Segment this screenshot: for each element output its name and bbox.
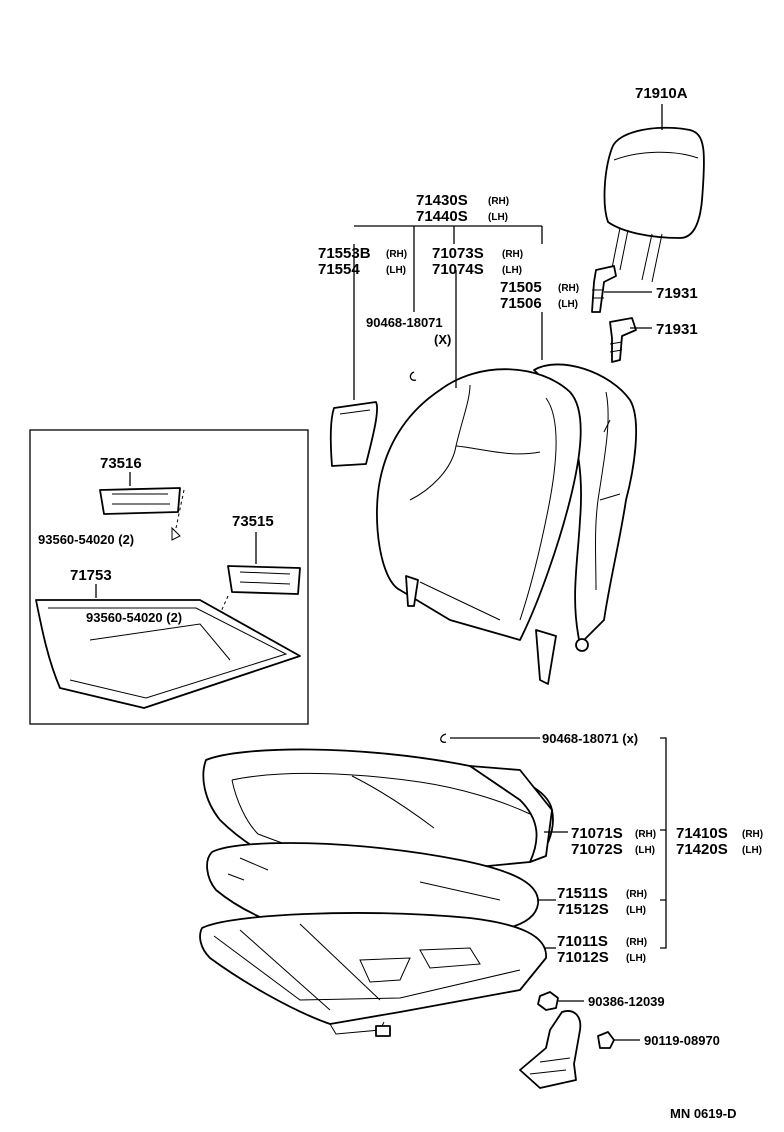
label-back-cover-lh: 71074S <box>432 261 484 278</box>
seat-back-pad-drawing <box>533 363 638 652</box>
label-hinge-cover-rh: 71553B <box>318 245 371 262</box>
label-back-assy-lh-side: (LH) <box>488 212 508 223</box>
label-cushion-cover-rh: 71071S <box>571 825 623 842</box>
label-frame-lh: 71012S <box>557 949 609 966</box>
nut-drawing <box>537 991 559 1011</box>
leader-bracket-ticks <box>453 226 543 244</box>
label-back-pad-rh: 71505 <box>500 279 542 296</box>
label-cushion-assy-lh: 71420S <box>676 841 728 858</box>
label-cushion-pad-rh-side: (RH) <box>626 889 647 900</box>
bolt-drawing <box>519 1010 615 1089</box>
inset-box <box>29 429 309 725</box>
label-guide-1: 71931 <box>656 285 698 302</box>
label-back-cover-lh-side: (LH) <box>502 265 522 276</box>
label-cushion-pad-rh: 71511S <box>557 885 608 902</box>
leader-bracket-cushion-ticks <box>660 829 666 901</box>
label-back-assy-rh: 71430S <box>416 192 468 209</box>
seat-back-cover-drawing <box>376 368 582 685</box>
label-inset-bracket-1: 73516 <box>100 455 142 472</box>
inset-bracket-drawing-2 <box>215 565 301 623</box>
label-inset-screw-2: 93560-54020 (2) <box>86 610 182 625</box>
label-inset-screw-1: 93560-54020 (2) <box>38 532 134 547</box>
label-inset-tray: 71753 <box>70 567 112 584</box>
label-hog-ring-upper: 90468-18071 <box>366 315 443 330</box>
hinge-cover-drawing <box>329 401 378 467</box>
label-back-pad-rh-side: (RH) <box>558 283 579 294</box>
label-back-cover-rh: 71073S <box>432 245 484 262</box>
label-hinge-cover-rh-side: (RH) <box>386 249 407 260</box>
seat-frame-drawing <box>199 912 547 1037</box>
hog-ring-lower-drawing <box>440 733 447 743</box>
label-headrest: 71910A <box>635 85 688 102</box>
label-hinge-cover-lh: 71554 <box>318 261 360 278</box>
label-cushion-cover-lh: 71072S <box>571 841 623 858</box>
label-back-assy-lh: 71440S <box>416 208 468 225</box>
label-cushion-cover-rh-side: (RH) <box>635 829 656 840</box>
hog-ring-upper-drawing <box>409 371 417 381</box>
label-cushion-pad-lh: 71512S <box>557 901 609 918</box>
label-frame-rh-side: (RH) <box>626 937 647 948</box>
headrest-guide-drawing-2 <box>609 317 637 363</box>
label-cushion-assy-rh: 71410S <box>676 825 728 842</box>
inset-bracket-drawing-1 <box>99 487 185 541</box>
label-inset-bracket-2: 73515 <box>232 513 274 530</box>
label-back-pad-lh: 71506 <box>500 295 542 312</box>
label-frame-lh-side: (LH) <box>626 953 646 964</box>
label-bolt: 90119-08970 <box>644 1033 720 1048</box>
label-cushion-pad-lh-side: (LH) <box>626 905 646 916</box>
label-cushion-assy-lh-side: (LH) <box>742 845 762 856</box>
label-hog-ring-lower: 90468-18071 (x) <box>542 731 638 746</box>
headrest-drawing <box>603 126 705 283</box>
headrest-guide-drawing-1 <box>591 265 617 313</box>
leader-bracket-cushion-assy <box>660 737 667 949</box>
label-back-assy-rh-side: (RH) <box>488 196 509 207</box>
label-cushion-cover-lh-side: (LH) <box>635 845 655 856</box>
label-hinge-cover-lh-side: (LH) <box>386 265 406 276</box>
label-guide-2: 71931 <box>656 321 698 338</box>
diagram-code: MN 0619-D <box>670 1106 736 1121</box>
label-nut: 90386-12039 <box>588 994 665 1009</box>
inset-tray-drawing <box>35 599 301 709</box>
label-frame-rh: 71011S <box>557 933 608 950</box>
label-back-cover-rh-side: (RH) <box>502 249 523 260</box>
label-hog-ring-upper-x: (X) <box>434 332 451 347</box>
label-back-pad-lh-side: (LH) <box>558 299 578 310</box>
label-cushion-assy-rh-side: (RH) <box>742 829 763 840</box>
